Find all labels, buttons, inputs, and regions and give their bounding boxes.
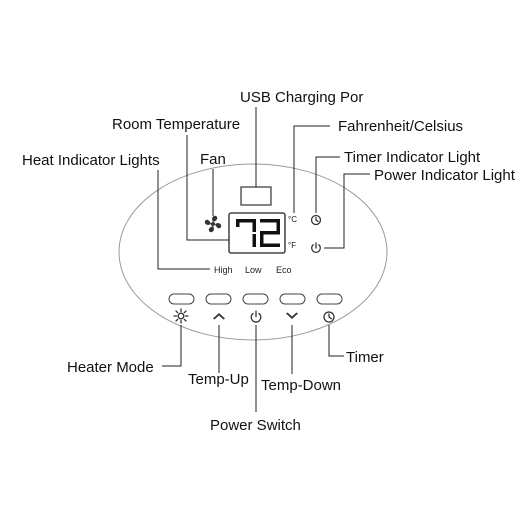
- heater-mode-button[interactable]: [168, 293, 195, 305]
- display-value: 72: [0, 0, 2, 1]
- callout-temp-down: Temp-Down: [261, 377, 341, 394]
- leader-heater-mode: [162, 325, 182, 367]
- power-icon: [250, 310, 262, 323]
- heat-level-high: High: [214, 265, 233, 275]
- callout-temp-up: Temp-Up: [188, 371, 249, 388]
- chevron-down-icon: [286, 312, 298, 319]
- callout-power-indicator-light: Power Indicator Light: [374, 167, 516, 184]
- leader-heat-indicator: [157, 170, 210, 270]
- leader-timer: [328, 325, 344, 357]
- callout-power-switch: Power Switch: [210, 417, 301, 434]
- chevron-up-icon: [213, 313, 225, 320]
- display-digit-7: [236, 219, 256, 247]
- callout-fan: Fan: [200, 151, 226, 168]
- leader-power-indicator: [324, 173, 370, 249]
- callout-usb-charging-port: USB Charging Por: [240, 89, 363, 106]
- power-button[interactable]: [242, 293, 269, 305]
- fan-icon: [204, 215, 222, 233]
- heat-level-low: Low: [245, 265, 262, 275]
- display-digit-2: [260, 219, 280, 247]
- leader-timer-indicator: [315, 156, 340, 213]
- leader-fahrenheit-celsius: [293, 125, 330, 213]
- callout-timer: Timer: [346, 349, 384, 366]
- leader-room-temperature: [186, 135, 229, 241]
- power-icon: [311, 242, 321, 253]
- leader-lines: [157, 107, 370, 412]
- usb-port: [240, 186, 272, 206]
- callout-timer-indicator-light: Timer Indicator Light: [344, 149, 481, 166]
- temp-down-button[interactable]: [279, 293, 306, 305]
- heat-level-eco: Eco: [276, 265, 292, 275]
- clock-icon: [310, 214, 322, 226]
- sun-icon: [173, 308, 189, 324]
- callout-heat-indicator-lights: Heat Indicator Lights: [22, 152, 160, 169]
- clock-icon: [323, 311, 335, 323]
- callout-room-temperature: Room Temperature: [112, 116, 240, 133]
- callout-fahrenheit-celsius: Fahrenheit/Celsius: [338, 118, 463, 135]
- celsius-indicator: °C: [288, 215, 297, 224]
- fahrenheit-indicator: °F: [288, 241, 296, 250]
- timer-button[interactable]: [316, 293, 343, 305]
- temperature-display: [228, 212, 286, 254]
- callout-heater-mode: Heater Mode: [67, 359, 154, 376]
- temp-up-button[interactable]: [205, 293, 232, 305]
